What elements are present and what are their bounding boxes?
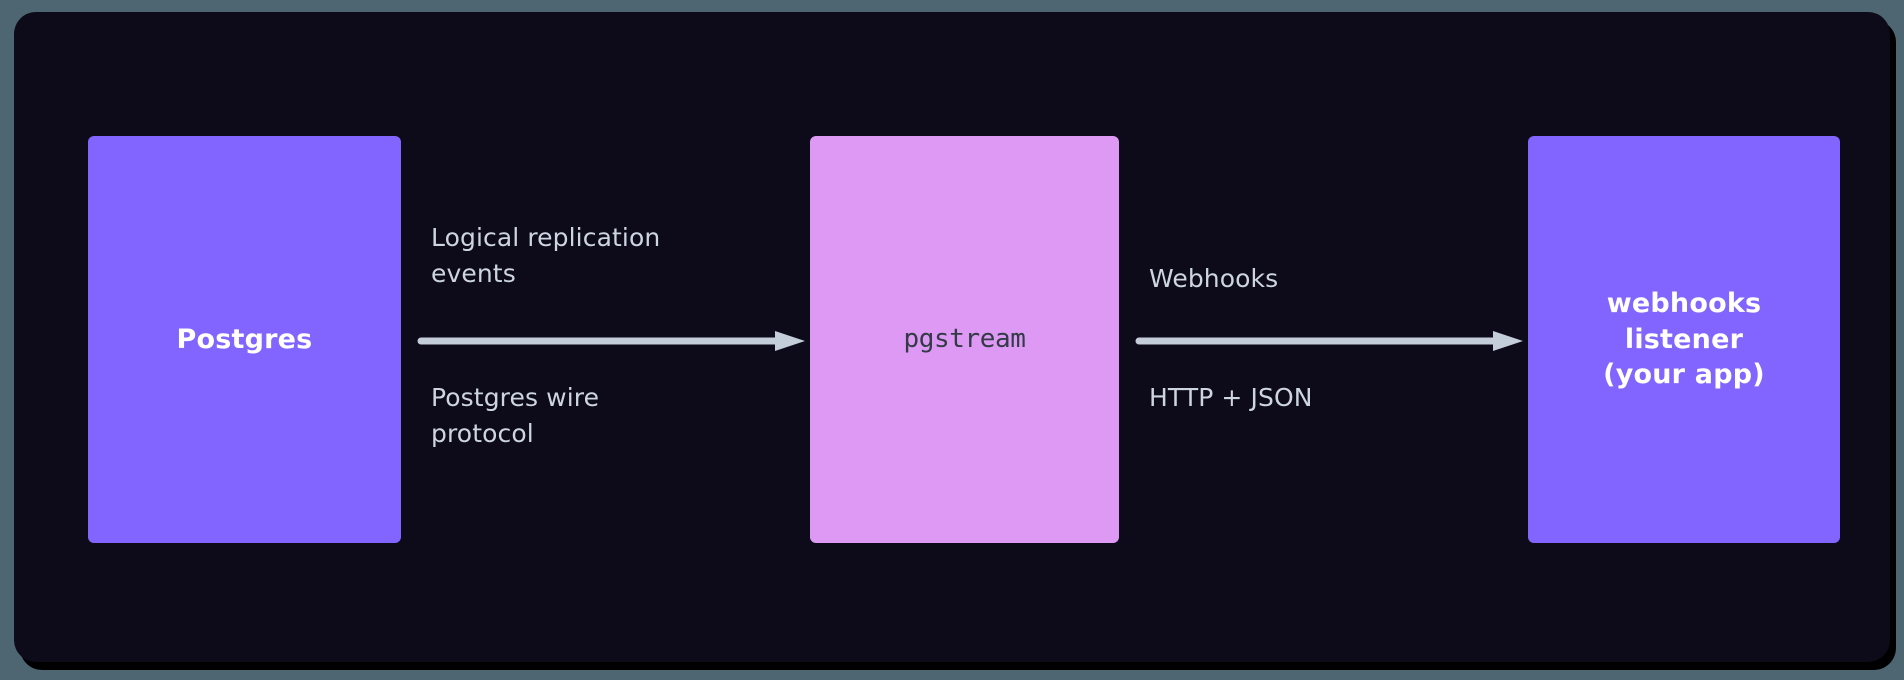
node-pgstream-label: pgstream [903,324,1026,355]
node-webhooks-listener[interactable]: webhooks listener (your app) [1528,136,1840,543]
edge-label-webhooks: Webhooks [1149,264,1279,293]
diagram-panel: Postgres Logical replication events Post… [14,12,1890,662]
arrow-postgres-to-pgstream [417,329,807,353]
arrow-pgstream-to-listener [1135,329,1525,353]
edge-label-postgres-wire-protocol: Postgres wire protocol [431,383,600,448]
node-webhooks-listener-label: webhooks listener (your app) [1603,288,1765,391]
node-pgstream[interactable]: pgstream [810,136,1119,543]
arrow-head-icon [775,331,805,351]
arrow-head-icon [1493,331,1523,351]
node-postgres[interactable]: Postgres [88,136,401,543]
edge-label-logical-replication-events: Logical replication events [431,223,661,288]
edge-label-http-json: HTTP + JSON [1149,383,1313,412]
node-postgres-label: Postgres [176,323,313,355]
